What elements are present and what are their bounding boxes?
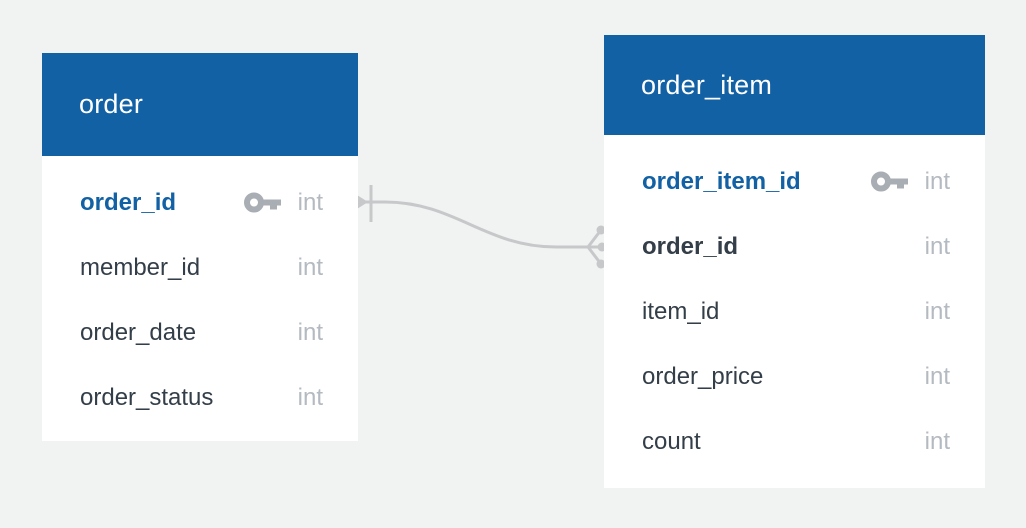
column-type: int (297, 253, 323, 281)
table-title: order (79, 89, 144, 119)
column-type: int (924, 297, 950, 325)
column-name: order_id (80, 188, 177, 216)
column-name: order_item_id (642, 167, 801, 195)
table-card-order[interactable]: order order_id int member_id int order_d… (42, 53, 358, 441)
column-name: item_id (642, 297, 720, 325)
relationship-line (358, 200, 588, 249)
column-name: order_date (80, 318, 197, 346)
table-column-row: count int (604, 409, 985, 474)
column-type: int (297, 188, 323, 216)
column-type: int (297, 318, 323, 346)
column-name: order_status (80, 383, 214, 411)
table-column-row: order_status int (42, 365, 358, 430)
column-type: int (924, 427, 950, 455)
primary-key-icon (870, 170, 908, 193)
column-name: order_price (642, 362, 764, 390)
table-column-row: member_id int (42, 235, 358, 300)
connector-start-nub (357, 195, 368, 209)
column-type: int (297, 383, 323, 411)
table-column-row: order_id int (604, 214, 985, 279)
column-type: int (924, 232, 950, 260)
table-column-row: order_id int (42, 170, 358, 235)
table-header: order_item (604, 35, 985, 135)
table-title: order_item (641, 69, 773, 100)
table-columns: order_item_id int order_id int item_id i… (604, 135, 985, 474)
column-name: member_id (80, 253, 201, 281)
column-name: count (642, 427, 701, 455)
column-type: int (924, 167, 950, 195)
table-column-row: order_date int (42, 300, 358, 365)
crow-foot-marker (586, 228, 604, 266)
table-header: order (42, 53, 358, 156)
column-name: order_id (642, 232, 739, 260)
table-column-row: item_id int (604, 279, 985, 344)
table-columns: order_id int member_id int order_date in… (42, 156, 358, 430)
table-card-order-item[interactable]: order_item order_item_id int order_id in… (604, 35, 985, 488)
primary-key-icon (243, 191, 281, 214)
table-column-row: order_price int (604, 344, 985, 409)
column-type: int (924, 362, 950, 390)
table-column-row: order_item_id int (604, 149, 985, 214)
